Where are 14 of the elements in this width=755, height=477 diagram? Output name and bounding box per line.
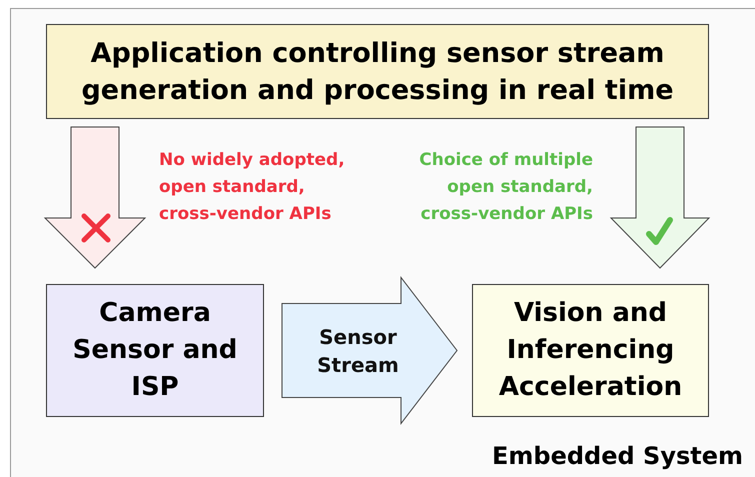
box-label: Vision and Inferencing Acceleration [498, 297, 684, 404]
block-arrow [44, 126, 146, 269]
process-box [472, 284, 709, 417]
process-box [46, 24, 709, 119]
box-label: Camera Sensor and ISP [72, 297, 238, 404]
process-box [46, 284, 264, 417]
edge-label: Choice of multiple open standard, cross-vendor APIs [418, 149, 593, 226]
edge-label: No widely adopted, open standard, cross-vendor APIs [159, 149, 346, 226]
block-arrow [610, 126, 710, 269]
edge-label: Sensor Stream [316, 324, 400, 379]
box-label: Application controlling sensor stream generation and processing in real time [80, 36, 675, 108]
system-boundary [10, 8, 755, 477]
block-arrow [282, 276, 458, 425]
boundary-label: Embedded System [492, 441, 744, 472]
